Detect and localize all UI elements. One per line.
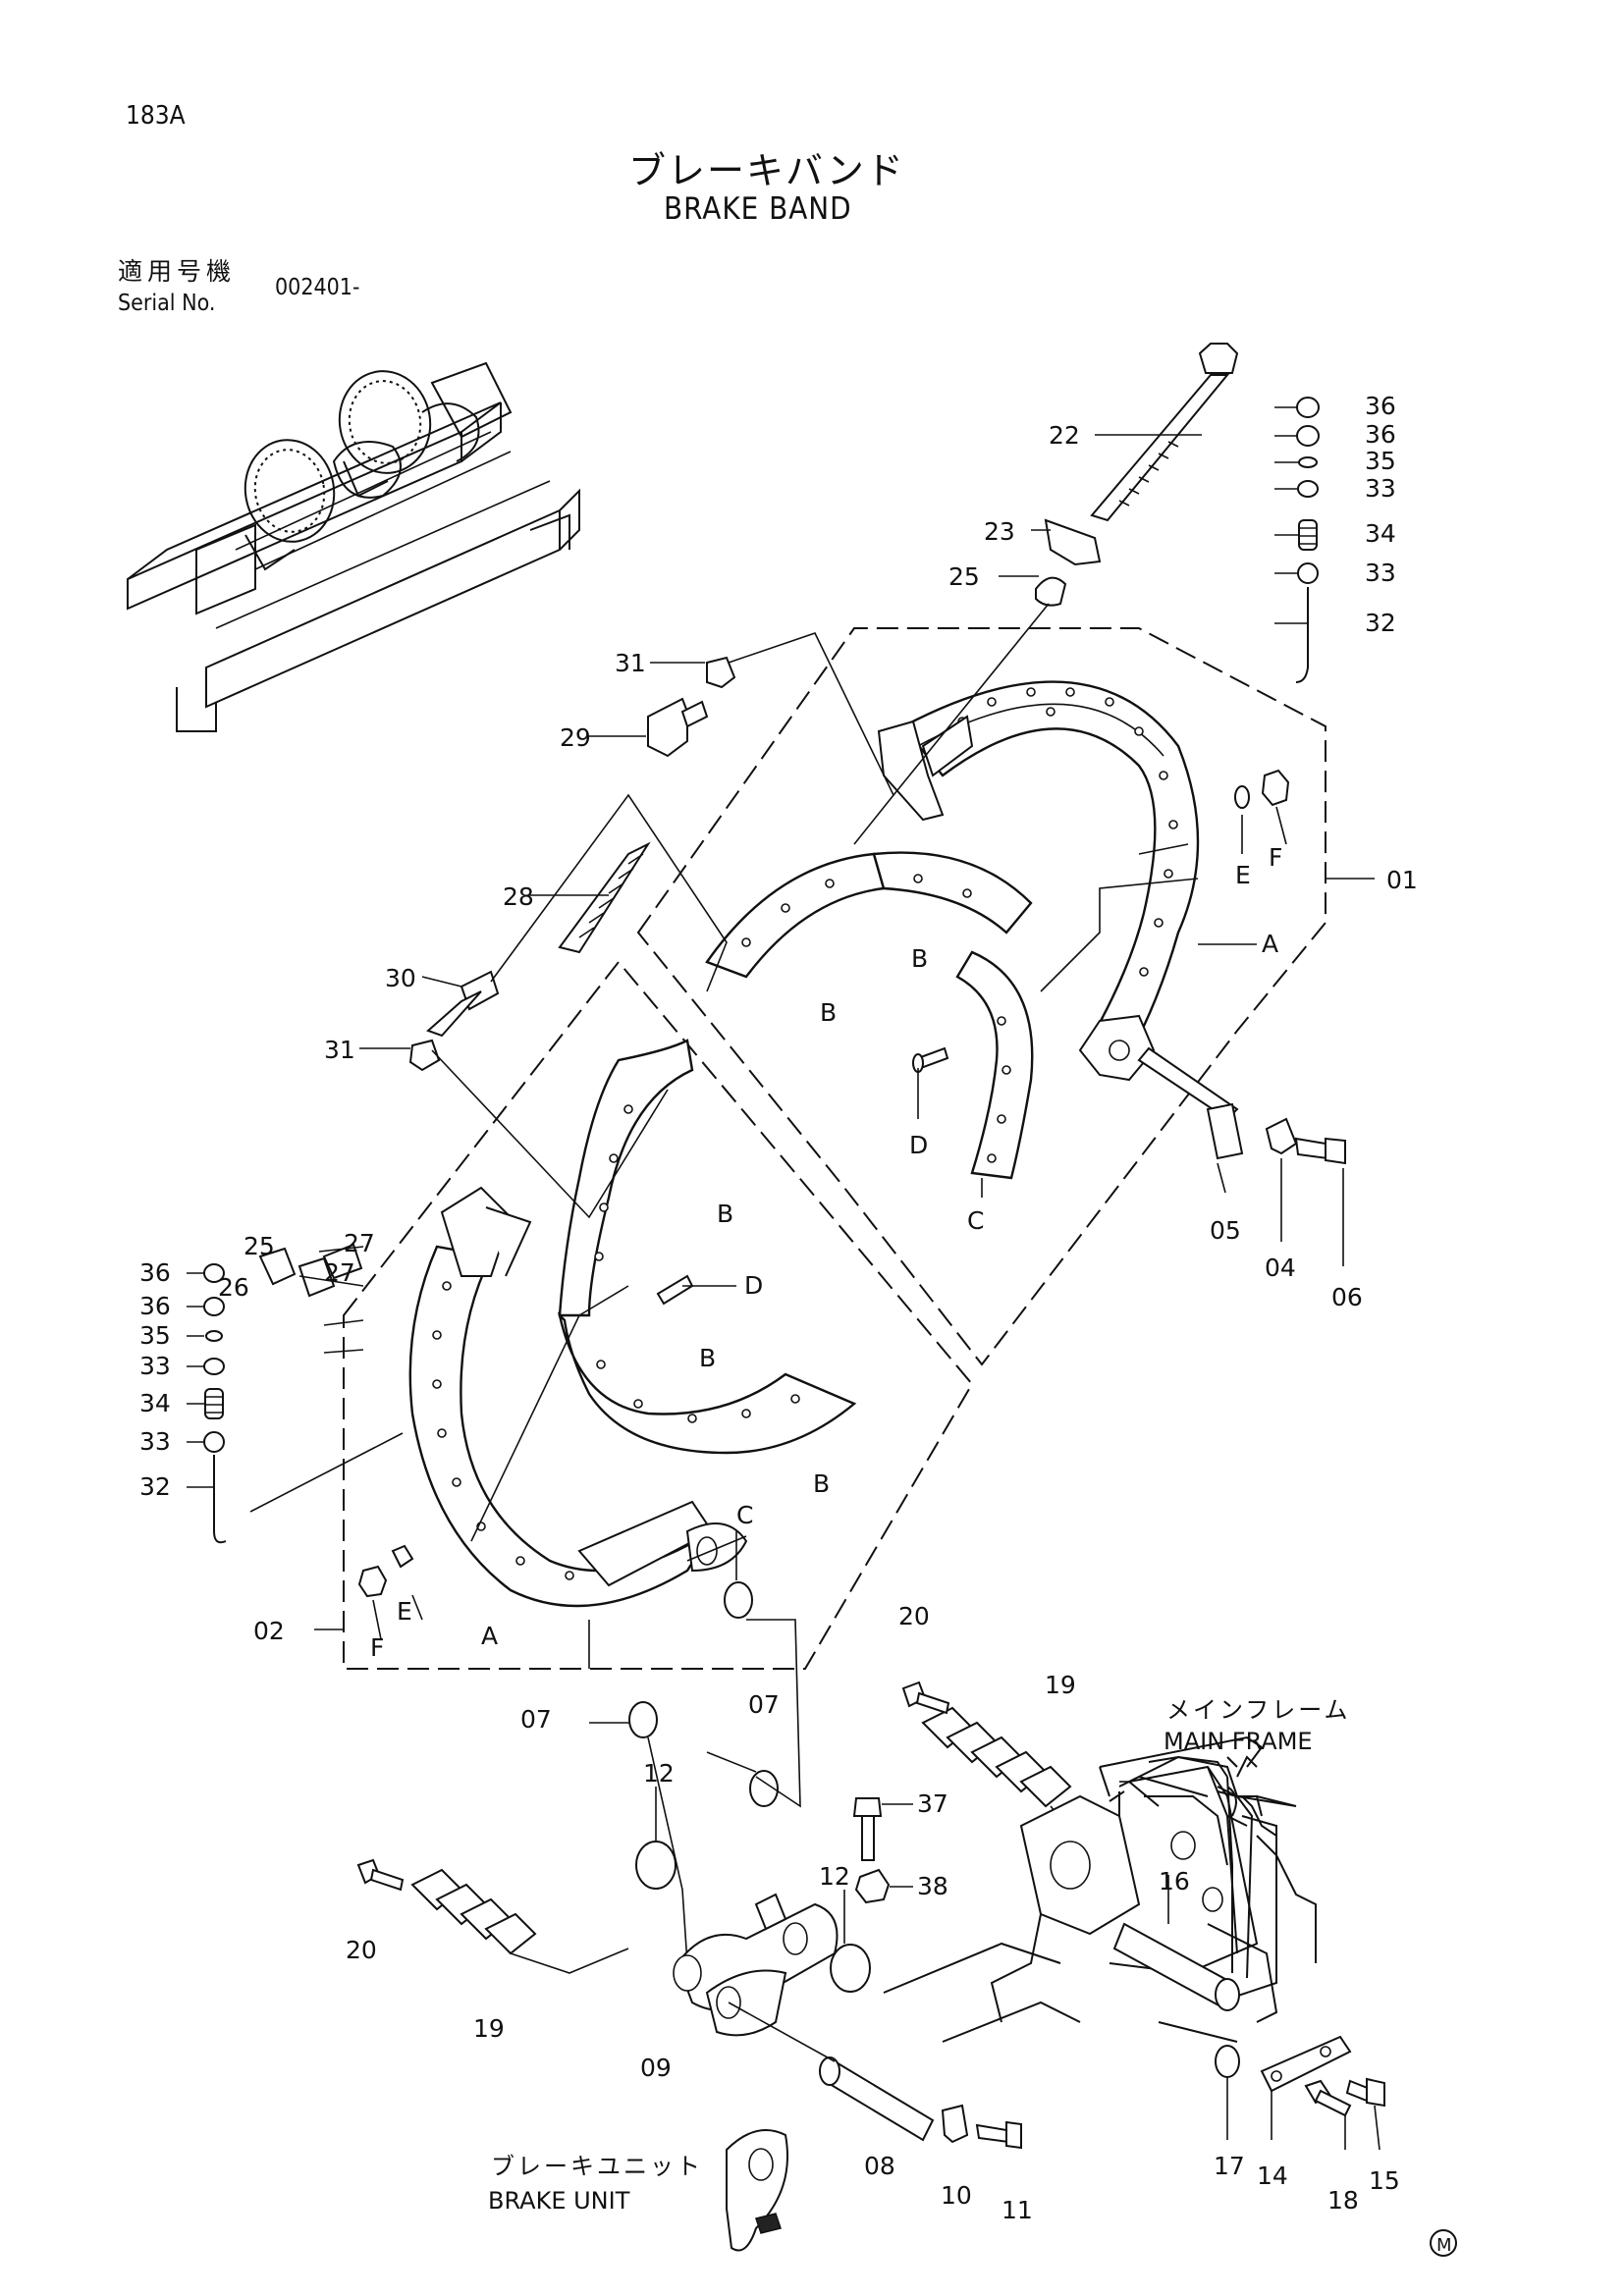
left-hardware-stack: [203, 1263, 227, 1544]
ref-D-upper: D: [909, 1131, 928, 1159]
callout-06: 06: [1331, 1283, 1363, 1311]
ref-E-lower: E: [397, 1597, 412, 1626]
callout-09: 09: [640, 2054, 672, 2082]
ref-C-lower: C: [736, 1501, 753, 1529]
main-frame-label-en: MAIN FRAME: [1164, 1728, 1313, 1755]
callout-20a: 20: [346, 1936, 377, 1964]
callout-19b: 19: [1045, 1671, 1076, 1699]
assembly-02-boundary: [343, 960, 974, 1670]
callout-31b: 31: [324, 1036, 355, 1064]
ref-A-upper: A: [1262, 930, 1278, 958]
upper-brake-band: [877, 680, 1346, 1165]
callout-07b: 07: [748, 1690, 780, 1719]
callout-34-left: 34: [139, 1389, 171, 1417]
upper-right-hardware-stack: [1295, 397, 1320, 683]
callout-labels: 01 02 04 05 06 07 07 08 09 10 11 12 12 1…: [139, 392, 1418, 2224]
callout-34-upper: 34: [1365, 519, 1396, 548]
callout-33-upper-b: 33: [1365, 559, 1396, 587]
callout-25a: 25: [948, 562, 980, 591]
callout-01: 01: [1386, 866, 1418, 894]
brake-unit-label-en: BRAKE UNIT: [488, 2187, 630, 2215]
callout-23: 23: [984, 517, 1015, 546]
callout-29: 29: [560, 723, 591, 752]
ref-B-5: B: [813, 1469, 830, 1498]
left-rod-assembly: [258, 656, 736, 1298]
callout-33-left-a: 33: [139, 1352, 171, 1380]
callout-37: 37: [917, 1789, 948, 1818]
corner-mark-letter: M: [1436, 2235, 1452, 2256]
callout-12a: 12: [643, 1759, 675, 1788]
assembly-01-boundary: [636, 627, 1326, 1366]
callout-19a: 19: [473, 2014, 505, 2043]
callout-35-upper: 35: [1365, 447, 1396, 475]
main-frame-label-jp: メインフレーム: [1166, 1696, 1351, 1724]
section-labels: メインフレーム MAIN FRAME ブレーキユニット BRAKE UNIT M: [488, 1696, 1452, 2256]
callout-08: 08: [864, 2152, 895, 2180]
callout-27a: 27: [344, 1229, 375, 1257]
ref-D-lower: D: [744, 1271, 763, 1300]
ref-B-1: B: [820, 998, 837, 1027]
callout-36-upper-b: 36: [1365, 420, 1396, 449]
ref-B-2: B: [911, 944, 928, 973]
callout-30: 30: [385, 964, 416, 992]
serial-value: 002401-: [275, 275, 360, 300]
lower-brake-band: [408, 1186, 753, 1619]
callout-32-left: 32: [139, 1472, 171, 1501]
callout-33-left-b: 33: [139, 1427, 171, 1456]
callout-33-upper-a: 33: [1365, 474, 1396, 503]
callout-02: 02: [253, 1617, 285, 1645]
callout-17: 17: [1214, 2152, 1245, 2180]
ref-B-4: B: [699, 1344, 716, 1372]
callout-16: 16: [1159, 1867, 1190, 1896]
callout-25b: 25: [244, 1232, 275, 1260]
callout-36-left-a: 36: [139, 1258, 171, 1287]
title-japanese: ブレーキバンド: [628, 149, 905, 192]
brake-unit-assembly: [356, 1619, 1385, 2252]
callout-12b: 12: [819, 1862, 850, 1891]
callout-07a: 07: [520, 1705, 552, 1734]
ref-C-upper: C: [967, 1206, 984, 1235]
location-inset: [127, 361, 580, 732]
callout-31a: 31: [615, 649, 646, 677]
callout-32-upper: 32: [1365, 609, 1396, 637]
lower-brake-linings: [557, 1039, 857, 1455]
callout-11: 11: [1001, 2196, 1033, 2224]
callout-20b: 20: [898, 1602, 930, 1630]
page-number: 183A: [126, 101, 186, 131]
serial-label-japanese: 適用号機: [118, 257, 237, 286]
ref-A-lower: A: [481, 1622, 498, 1650]
upper-washer-nut: [1234, 769, 1290, 809]
callout-15: 15: [1369, 2166, 1400, 2195]
serial-label-english: Serial No.: [118, 291, 216, 316]
callout-26: 26: [218, 1273, 249, 1302]
callout-35-left: 35: [139, 1321, 171, 1350]
brake-unit-label-jp: ブレーキユニット: [491, 2153, 703, 2180]
upper-rod-assembly: [893, 343, 1239, 796]
callout-05: 05: [1210, 1216, 1241, 1245]
callout-36-upper-a: 36: [1365, 392, 1396, 420]
ref-F-upper: F: [1269, 843, 1282, 872]
corner-mark-circle: [1430, 2229, 1457, 2257]
callout-28: 28: [503, 882, 534, 911]
callout-14: 14: [1257, 2162, 1288, 2190]
callout-10: 10: [941, 2181, 972, 2210]
callout-04: 04: [1265, 1254, 1296, 1282]
ref-E-upper: E: [1235, 861, 1251, 889]
ref-F-lower: F: [370, 1633, 384, 1662]
leader-lines: [187, 406, 1375, 1669]
upper-brake-linings: [705, 851, 1034, 1180]
callout-18: 18: [1327, 2186, 1359, 2215]
callout-36-left-b: 36: [139, 1292, 171, 1320]
callout-27b: 27: [324, 1258, 355, 1287]
title-english: BRAKE BAND: [664, 191, 852, 227]
ref-B-3: B: [717, 1200, 733, 1228]
callout-38: 38: [917, 1872, 948, 1900]
lower-washer-nut: [357, 1544, 414, 1598]
callout-22: 22: [1049, 421, 1080, 450]
